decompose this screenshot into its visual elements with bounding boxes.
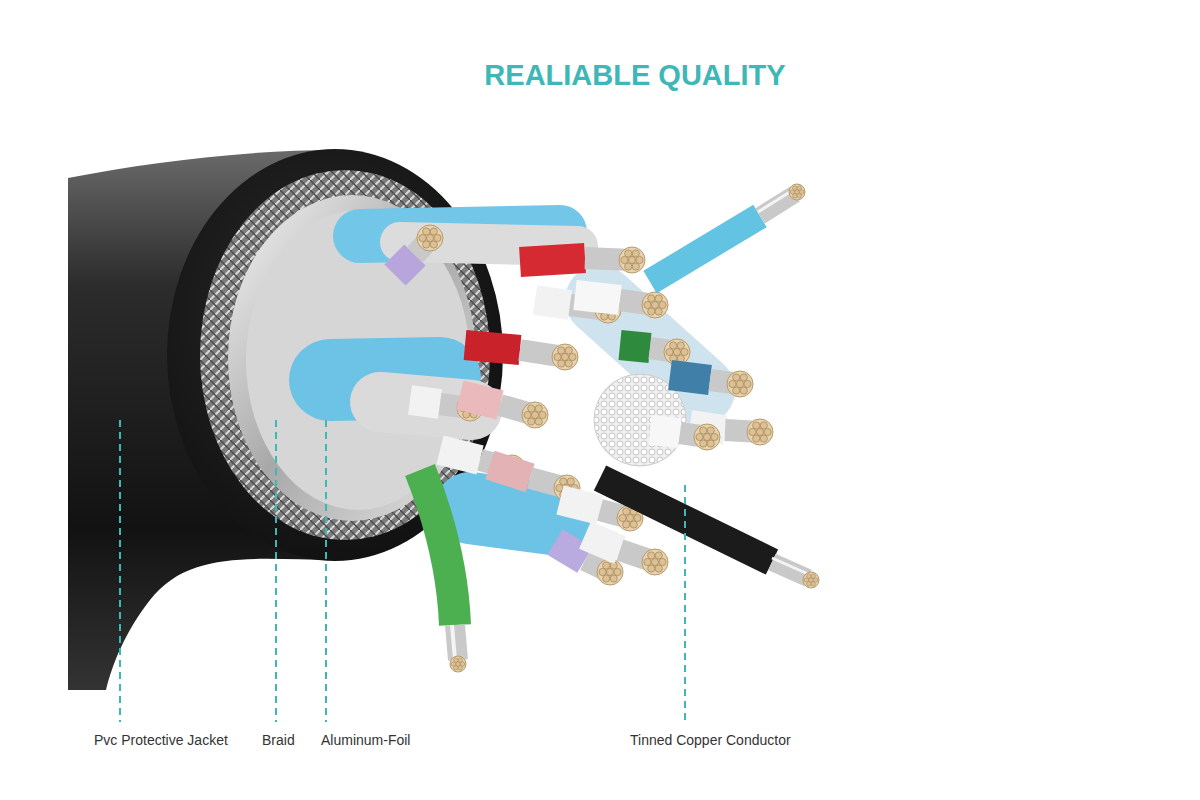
shield-sleeves <box>330 232 700 520</box>
part-label: Tinned Copper Conductor <box>630 732 791 749</box>
part-label: Aluminum-Foil <box>321 732 410 749</box>
black-wire <box>600 478 819 588</box>
part-label: Braid <box>262 732 295 749</box>
green-wire <box>420 470 466 672</box>
blue-wire <box>650 184 805 282</box>
conductors <box>395 225 773 585</box>
title: REALIABLE QUALITY <box>484 58 785 93</box>
part-label: Pvc Protective Jacket <box>94 732 228 749</box>
leader-lines <box>120 420 685 722</box>
